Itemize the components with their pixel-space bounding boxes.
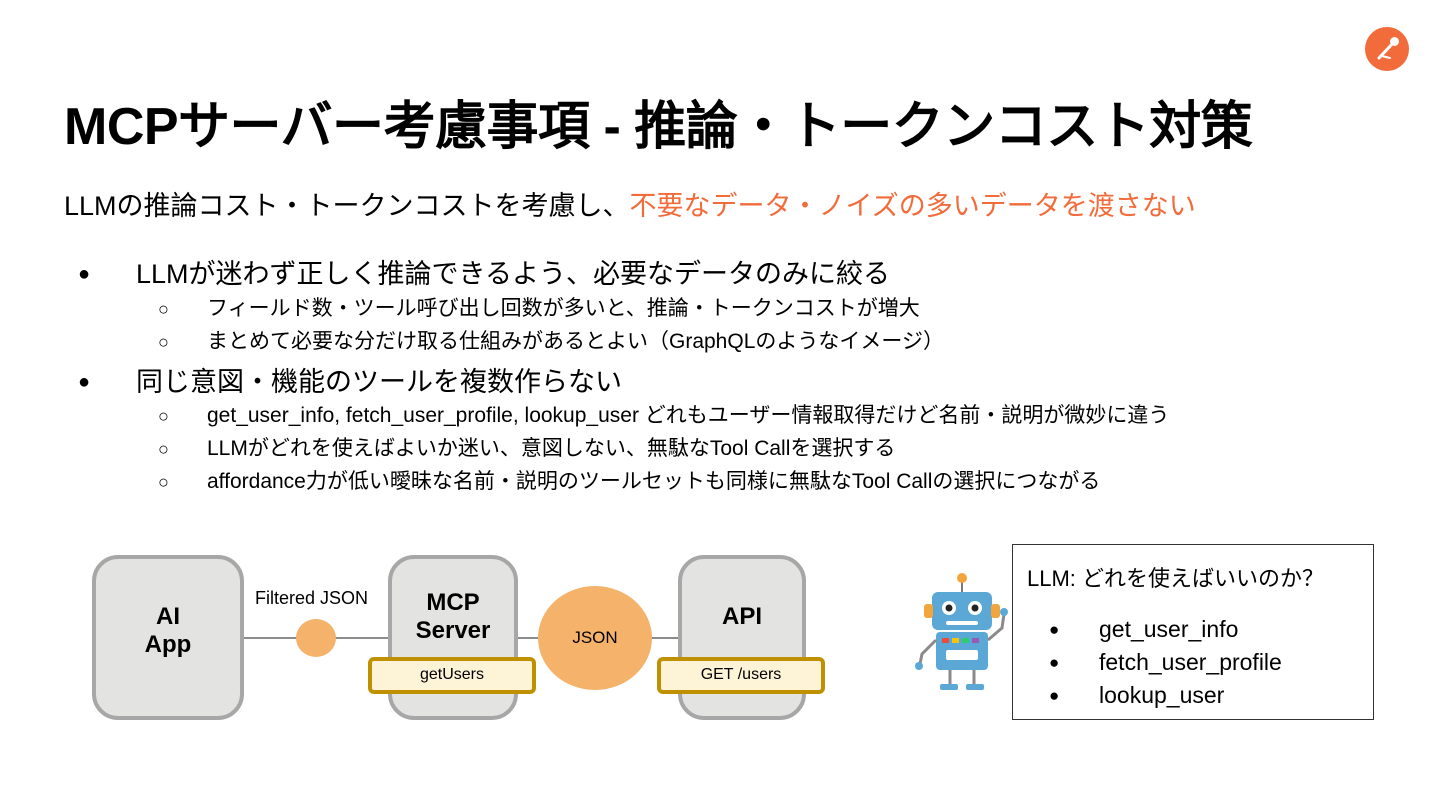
llm-question: LLM: どれを使えばいいのか？ (1027, 566, 1325, 591)
page-title: MCPサーバー考慮事項 - 推論・トークンコスト対策 (64, 98, 1253, 156)
tool-name: lookup_user (1099, 682, 1225, 708)
subtitle-highlight: 不要なデータ・ノイズの多いデータを渡さない (629, 191, 1196, 221)
subtitle: LLMの推論コスト・トークンコストを考慮し、不要なデータ・ノイズの多いデータを渡… (64, 184, 1196, 223)
bullet-item: ● LLMが迷わず正しく推論できるよう、必要なデータのみに絞る (78, 252, 890, 291)
bullet-item: ● 同じ意図・機能のツールを複数作らない (78, 360, 622, 399)
sub-bullet-symbol: ○ (158, 406, 169, 426)
mcp-server-box: MCP Server (388, 555, 518, 720)
list-item: ● fetch_user_profile (1049, 646, 1282, 679)
llm-question-box: LLM: どれを使えばいいのか？ ● get_user_info ● fetch_u… (1012, 544, 1374, 720)
ai-app-label-line2: App (144, 631, 192, 658)
list-bullet: ● (1049, 686, 1060, 705)
sub-bullet-item: ○ フィールド数・ツール呼び出し回数が多いと、推論・トークンコストが増大 (158, 292, 920, 322)
tool-name-list: ● get_user_info ● fetch_user_profile ● look… (1049, 613, 1282, 712)
filtered-json-label: Filtered JSON (255, 588, 369, 608)
bullet-symbol: ● (78, 371, 91, 393)
bullet-symbol: ● (78, 263, 91, 285)
ai-app-box: AI App (92, 555, 244, 720)
sub-bullet-item: ○ affordance力が低い曖昧な名前・説明のツールセットも同様に無駄なToo… (158, 465, 1100, 495)
list-item: ● lookup_user (1049, 679, 1282, 712)
postman-logo-icon (1365, 27, 1409, 71)
sub-bullet-symbol: ○ (158, 299, 169, 319)
architecture-diagram: AI App Filtered JSON MCP Server getUsers… (0, 540, 1000, 740)
bullet-text: 同じ意図・機能のツールを複数作らない (136, 367, 622, 397)
bullet-text: LLMが迷わず正しく推論できるよう、必要なデータのみに絞る (136, 259, 890, 289)
filtered-json-dot (296, 619, 336, 657)
mcp-server-label-line2: Server (415, 617, 491, 644)
sub-bullet-symbol: ○ (158, 439, 169, 459)
sub-bullet-text: affordance力が低い曖昧な名前・説明のツールセットも同様に無駄なTool… (207, 470, 1101, 493)
mcp-server-label-line1: MCP (426, 589, 480, 616)
api-box: API (678, 555, 806, 720)
ai-app-label-line1: AI (156, 603, 180, 630)
robot-icon (915, 573, 1008, 690)
sub-bullet-text: get_user_info, fetch_user_profile, looku… (207, 404, 1170, 427)
tool-name: get_user_info (1099, 616, 1239, 642)
sub-bullet-symbol: ○ (158, 332, 169, 352)
get-users-tag: getUsers (368, 657, 536, 694)
sub-bullet-text: まとめて必要な分だけ取る仕組みがあるとよい（GraphQLのようなイメージ） (207, 330, 944, 353)
sub-bullet-symbol: ○ (158, 472, 169, 492)
sub-bullet-item: ○ まとめて必要な分だけ取る仕組みがあるとよい（GraphQLのようなイメージ） (158, 325, 944, 355)
list-bullet: ● (1049, 653, 1060, 672)
sub-bullet-item: ○ LLMがどれを使えばよいか迷い、意図しない、無駄なTool Callを選択する (158, 432, 895, 462)
get-users-endpoint-tag: GET /users (657, 657, 825, 694)
api-label: API (721, 603, 762, 630)
list-item: ● get_user_info (1049, 613, 1282, 646)
sub-bullet-text: フィールド数・ツール呼び出し回数が多いと、推論・トークンコストが増大 (207, 297, 920, 320)
subtitle-text: LLMの推論コスト・トークンコストを考慮し、 (64, 191, 630, 221)
sub-bullet-item: ○ get_user_info, fetch_user_profile, look… (158, 399, 1169, 429)
json-circle: JSON (538, 586, 652, 690)
tool-name: fetch_user_profile (1099, 649, 1282, 675)
sub-bullet-text: LLMがどれを使えばよいか迷い、意図しない、無駄なTool Callを選択する (207, 437, 896, 460)
list-bullet: ● (1049, 620, 1060, 639)
